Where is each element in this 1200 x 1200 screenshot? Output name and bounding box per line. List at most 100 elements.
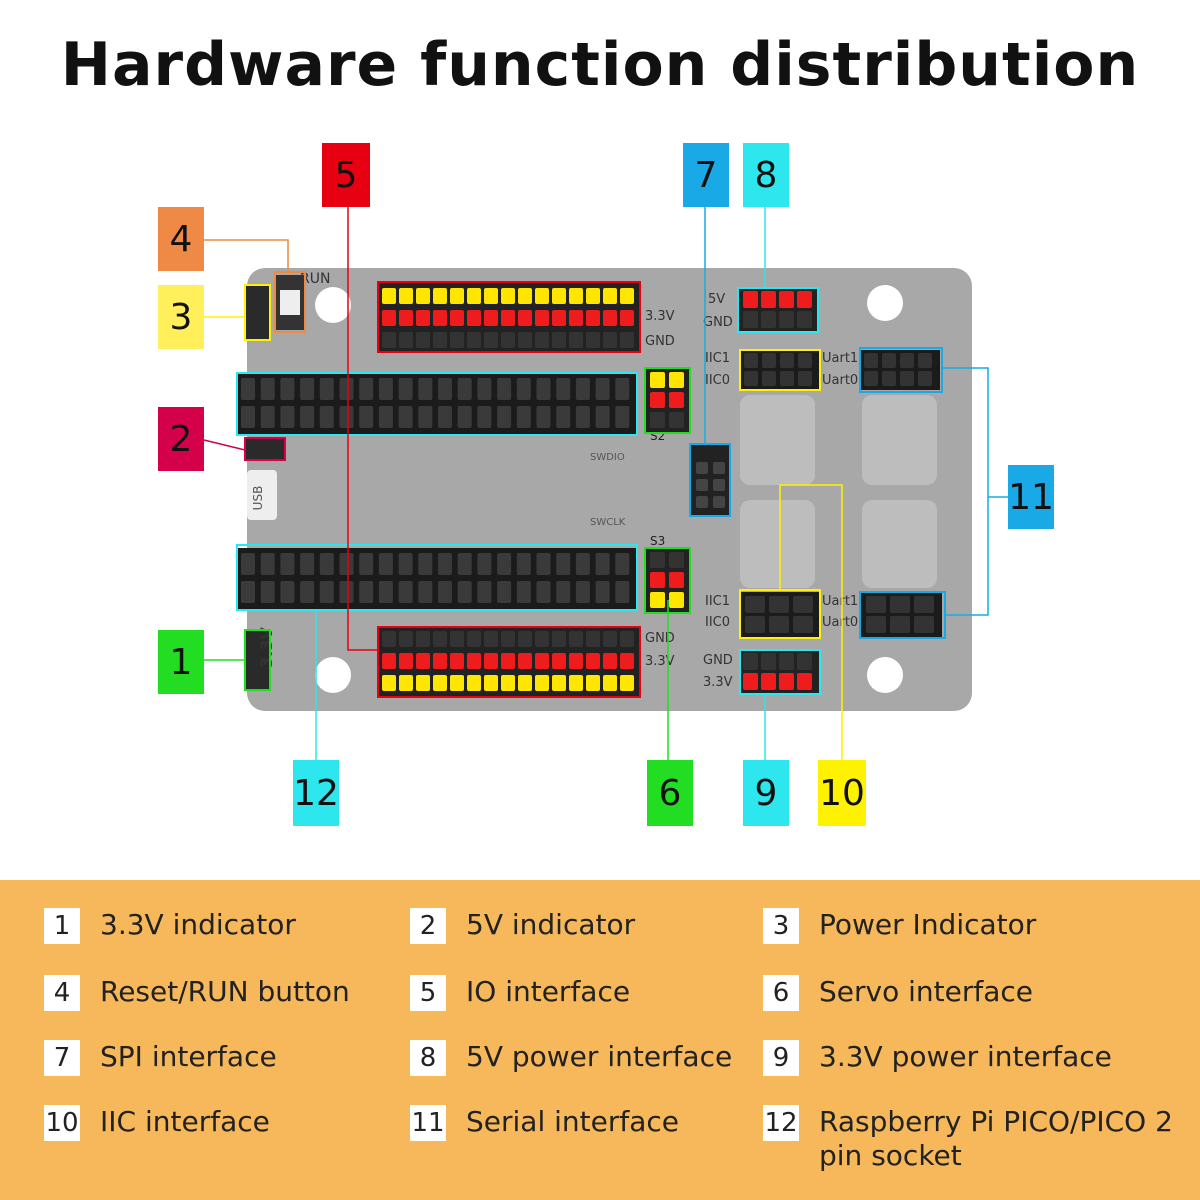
legend-text: IO interface <box>466 975 631 1008</box>
socket-hole <box>339 406 354 428</box>
s2-label: S2 <box>650 429 665 443</box>
io-pin-gnd <box>518 332 532 348</box>
io-pin-gnd <box>467 332 481 348</box>
power-pin <box>761 653 776 670</box>
legend-number: 1 <box>44 908 80 944</box>
3v3-led <box>245 630 270 690</box>
io-pin-vcc <box>552 653 566 669</box>
iic-pin <box>798 353 812 368</box>
socket-hole <box>359 581 374 603</box>
socket-hole <box>398 406 413 428</box>
swdio-label: SWDIO <box>590 452 625 463</box>
legend-number: 9 <box>763 1040 799 1076</box>
board-diagram: USB RUN 3.3V GND GND 3.3V 5V GND GND 3.3… <box>203 205 1008 760</box>
legend-number: 2 <box>410 908 446 944</box>
socket-hole <box>300 581 315 603</box>
page-title: Hardware function distribution <box>60 30 1140 100</box>
legend-text: Power Indicator <box>819 908 1037 941</box>
run-label: RUN <box>300 271 330 287</box>
io-pin-vcc <box>484 653 498 669</box>
legend-text: Servo interface <box>819 975 1033 1008</box>
io-pin-vcc <box>450 653 464 669</box>
spi-label: SPI <box>698 444 720 458</box>
io-pin-signal <box>416 675 430 691</box>
socket-hole <box>556 378 571 400</box>
io-pin-signal <box>586 675 600 691</box>
leader-10 <box>779 484 843 760</box>
legend-number: 11 <box>410 1105 446 1141</box>
mount-hole-tl <box>315 287 351 323</box>
io-pin-gnd <box>501 631 515 647</box>
silk-panel-2 <box>862 395 937 485</box>
socket-hole <box>457 553 472 575</box>
io-pin-gnd <box>399 631 413 647</box>
legend-item-10: 10 IIC interface <box>44 1105 270 1141</box>
io-pin-vcc <box>518 310 532 326</box>
leader-4 <box>204 239 289 275</box>
socket-hole <box>280 406 295 428</box>
socket-hole <box>319 553 334 575</box>
socket-hole <box>556 406 571 428</box>
socket-hole <box>438 553 452 575</box>
swclk-label: SWCLK <box>590 517 626 528</box>
legend-item-12: 12 Raspberry Pi PICO/PICO 2 pin socket <box>763 1105 1183 1173</box>
io-pin-vcc <box>603 310 617 326</box>
io-pin-gnd <box>603 631 617 647</box>
io-bottom-3v3-label: 3.3V <box>645 654 675 669</box>
io-pin-vcc <box>382 310 396 326</box>
socket-hole <box>398 378 413 400</box>
leader-2 <box>203 439 246 451</box>
reset-box <box>274 271 306 333</box>
socket-hole <box>300 406 315 428</box>
socket-hole <box>319 406 334 428</box>
socket-hole <box>477 581 492 603</box>
io-pin-gnd <box>399 332 413 348</box>
legend-text: Reset/RUN button <box>100 975 350 1008</box>
io-pin-gnd <box>586 631 600 647</box>
io-pin-vcc <box>416 653 430 669</box>
io-pin-gnd <box>416 631 430 647</box>
io-pin-signal <box>552 675 566 691</box>
socket-hole <box>497 581 512 603</box>
servo-pin <box>669 392 684 408</box>
legend-panel: 1 3.3V indicator 2 5V indicator 3 Power … <box>0 880 1200 1200</box>
leader-5 <box>347 205 378 651</box>
socket-hole <box>516 378 531 400</box>
io-pin-gnd <box>535 332 549 348</box>
iic-pin <box>762 353 776 368</box>
socket-hole <box>595 406 610 428</box>
io-pin-vcc <box>416 310 430 326</box>
iic-pin <box>769 596 789 613</box>
badge-9: 9 <box>743 760 789 826</box>
servo-pin <box>669 372 684 388</box>
io-pin-vcc <box>399 653 413 669</box>
socket-hole <box>319 378 334 400</box>
io-pin-signal <box>603 288 617 304</box>
io-pin-gnd <box>552 332 566 348</box>
io-pin-signal <box>620 675 634 691</box>
legend-text: Raspberry Pi PICO/PICO 2 pin socket <box>819 1105 1173 1172</box>
socket-hole <box>241 581 255 603</box>
power-pin <box>797 653 812 670</box>
uart1-label-top: Uart1 <box>822 351 858 366</box>
io-pin-signal <box>382 675 396 691</box>
uart-pin <box>890 596 910 613</box>
socket-hole <box>497 406 512 428</box>
power-pin <box>797 673 812 690</box>
socket-hole <box>398 581 413 603</box>
5v-box <box>737 287 819 333</box>
io-pin-gnd <box>535 631 549 647</box>
socket-hole <box>615 378 630 400</box>
io-pin-signal <box>586 288 600 304</box>
io-pin-gnd <box>569 631 583 647</box>
3v3-box <box>739 649 821 695</box>
socket-hole <box>418 378 433 400</box>
uart-pin <box>918 353 932 368</box>
socket-hole <box>280 378 295 400</box>
socket-hole <box>536 406 551 428</box>
io-pin-signal <box>467 675 481 691</box>
socket-hole <box>319 581 334 603</box>
iic0-label-bottom: IIC0 <box>705 615 730 630</box>
socket-bottom-box <box>236 544 638 611</box>
io-pin-vcc <box>535 653 549 669</box>
